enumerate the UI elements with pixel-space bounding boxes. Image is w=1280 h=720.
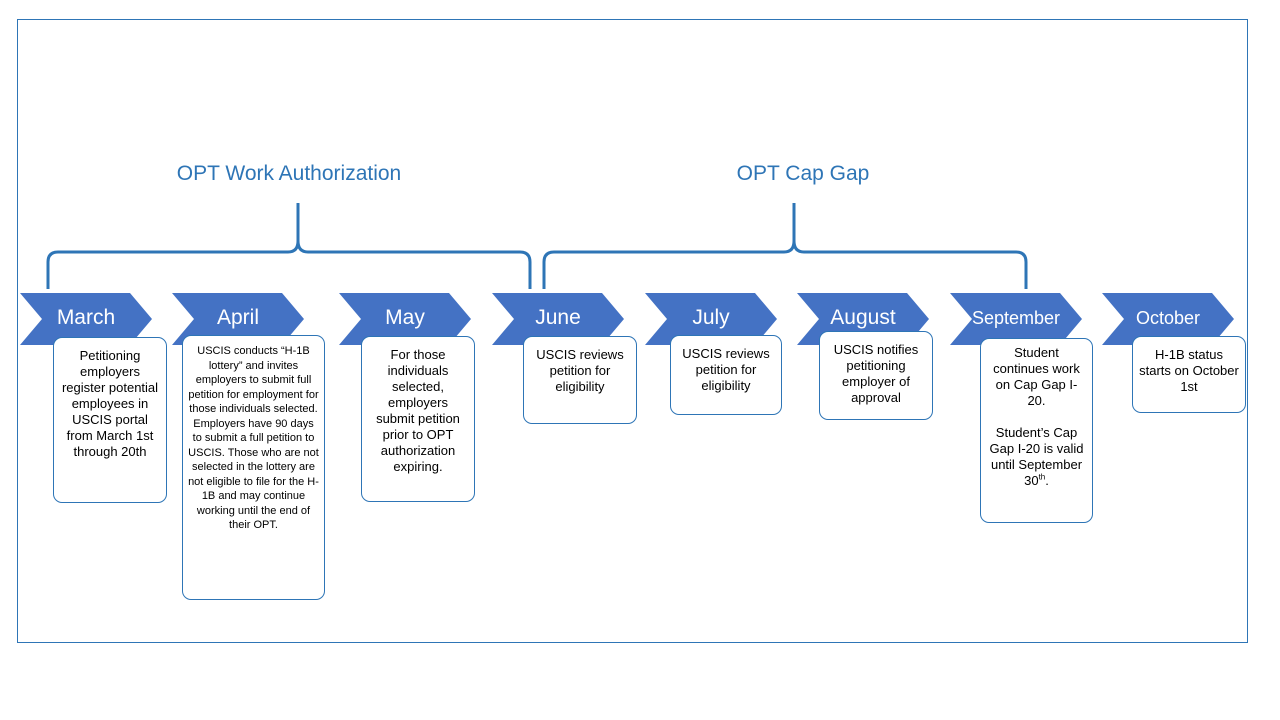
- month-chevron-july: July: [645, 293, 777, 345]
- card-june: USCIS reviews petition for eligibility: [523, 336, 637, 424]
- month-chevron-march: March: [20, 293, 152, 345]
- month-label: March: [56, 306, 116, 329]
- card-july: USCIS reviews petition for eligibility: [670, 335, 782, 415]
- card-april: USCIS conducts “H-1B lottery” and invite…: [182, 335, 325, 600]
- card-text: USCIS reviews petition for eligibility: [536, 347, 624, 394]
- card-text: USCIS reviews petition for eligibility: [682, 346, 770, 393]
- work-authorization-bracket: [46, 203, 532, 289]
- month-label: May: [385, 306, 425, 329]
- card-text-2-main: Student’s Cap Gap I-20 is valid until Se…: [989, 425, 1084, 488]
- card-august: USCIS notifies petitioning employer of a…: [819, 331, 933, 420]
- month-chevron-april: April: [172, 293, 304, 345]
- month-chevron-september: September: [950, 293, 1082, 345]
- chevron-shape: [645, 293, 777, 345]
- chevron-shape: [492, 293, 624, 345]
- month-label: July: [692, 306, 730, 329]
- card-text-2: Student’s Cap Gap I-20 is valid until Se…: [987, 425, 1086, 489]
- chevron-shape: [20, 293, 152, 345]
- card-text: USCIS notifies petitioning employer of a…: [833, 342, 919, 405]
- card-september: Student continues work on Cap Gap I-20. …: [980, 338, 1093, 523]
- month-label: June: [535, 306, 581, 329]
- chevron-shape: [172, 293, 304, 345]
- month-label: September: [972, 308, 1061, 328]
- card-may: For those individuals selected, employer…: [361, 336, 475, 502]
- card-text: Student continues work on Cap Gap I-20.: [993, 345, 1080, 408]
- card-march: Petitioning employers register potential…: [53, 337, 167, 503]
- month-label: October: [1135, 308, 1201, 328]
- month-label: April: [216, 306, 259, 329]
- chevron-shape: [1102, 293, 1234, 345]
- month-chevron-june: June: [492, 293, 624, 345]
- month-label: August: [830, 306, 896, 329]
- card-text: H-1B status starts on October 1st: [1139, 347, 1239, 394]
- card-text-2-end: .: [1045, 473, 1049, 488]
- card-spacer: [987, 409, 1086, 425]
- opt-work-authorization-title: OPT Work Authorization: [176, 162, 402, 185]
- chevron-shape: [950, 293, 1082, 345]
- month-chevron-october: October: [1102, 293, 1234, 345]
- card-text: For those individuals selected, employer…: [376, 347, 460, 474]
- slide-frame: [17, 19, 1248, 643]
- opt-cap-gap-title: OPT Cap Gap: [736, 162, 870, 185]
- card-text: Petitioning employers register potential…: [61, 348, 159, 459]
- card-text-2-suffix: th: [1038, 472, 1046, 482]
- month-chevron-may: May: [339, 293, 471, 345]
- chevron-shape: [339, 293, 471, 345]
- card-october: H-1B status starts on October 1st: [1132, 336, 1246, 413]
- cap-gap-bracket: [542, 203, 1028, 289]
- card-text: USCIS conducts “H-1B lottery” and invite…: [188, 345, 319, 531]
